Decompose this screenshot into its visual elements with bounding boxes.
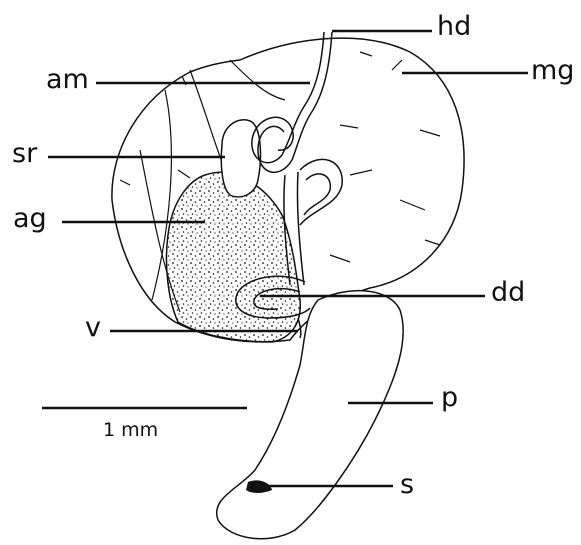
scale-bar-label: 1 mm bbox=[103, 421, 158, 440]
albumen-gland bbox=[166, 172, 300, 342]
label-p: p bbox=[441, 384, 458, 411]
label-am: am bbox=[46, 66, 89, 93]
label-dd: dd bbox=[491, 279, 525, 306]
label-s: s bbox=[400, 471, 414, 498]
label-ag: ag bbox=[13, 205, 47, 232]
label-v: v bbox=[85, 314, 101, 341]
label-mg: mg bbox=[531, 57, 574, 84]
label-hd: hd bbox=[437, 13, 471, 40]
hermaphrodite-duct bbox=[252, 32, 332, 172]
label-sr: sr bbox=[12, 140, 37, 167]
